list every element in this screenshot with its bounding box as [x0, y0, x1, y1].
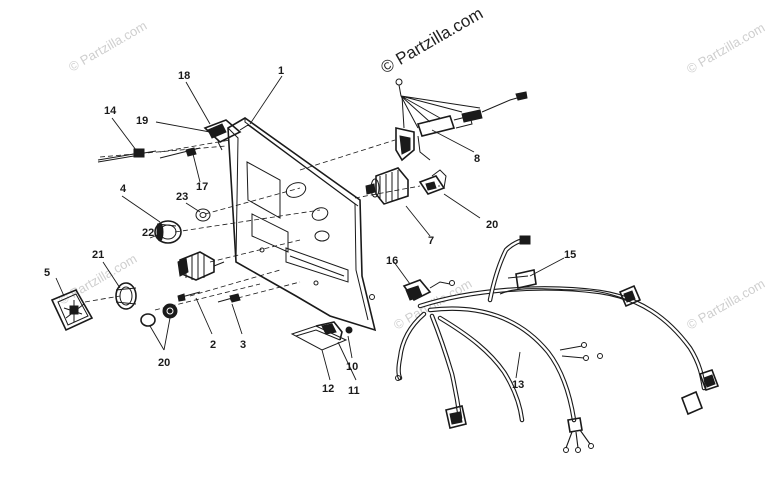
- pin-part: [97, 148, 157, 163]
- wiring-harness: [395, 235, 720, 453]
- screw-17: [159, 147, 201, 159]
- toggle-switch: [418, 169, 447, 195]
- label-part-13: 13: [512, 379, 524, 391]
- label-part-16: 16: [386, 255, 398, 267]
- label-part-7: 7: [428, 235, 434, 247]
- label-part-20-left: 20: [158, 357, 170, 369]
- label-part-2: 2: [210, 339, 216, 351]
- switch-body: [177, 251, 225, 281]
- indicator-lamp: [50, 288, 94, 332]
- choke-cable: [395, 78, 528, 162]
- label-part-8: 8: [474, 153, 480, 165]
- label-part-12: 12: [322, 383, 334, 395]
- screws-2-3: [177, 291, 241, 303]
- label-part-14: 14: [104, 105, 117, 117]
- label-part-21: 21: [92, 249, 104, 261]
- label-part-11: 11: [348, 385, 360, 397]
- label-part-18: 18: [178, 70, 190, 82]
- label-part-23: 23: [176, 191, 188, 203]
- key-switch: [365, 167, 409, 205]
- label-part-10: 10: [346, 361, 358, 373]
- label-part-3: 3: [240, 339, 246, 351]
- leader-lines: [55, 75, 565, 381]
- watermark-text: © Partzilla.com: [684, 276, 767, 333]
- label-part-17: 17: [196, 181, 208, 193]
- label-part-20-right: 20: [486, 219, 498, 231]
- washer-23: [195, 208, 211, 222]
- bezel-ring: [115, 282, 137, 310]
- watermark-text: © Partzilla.com: [684, 20, 767, 77]
- lamp-bracket: [203, 119, 242, 151]
- label-part-5: 5: [44, 267, 50, 279]
- label-part-19: 19: [136, 115, 148, 127]
- part-labels: 1 2 3 4 5 7 8 10 11 12 13 14 15 16 17 18…: [44, 65, 576, 397]
- copyright-text: © Partzilla.com: [378, 4, 487, 78]
- mounting-plate: [290, 321, 353, 351]
- label-part-22: 22: [142, 227, 154, 239]
- label-part-15: 15: [564, 249, 576, 261]
- watermark-text: © Partzilla.com: [66, 18, 149, 75]
- gauge-nut: [154, 220, 182, 244]
- grommets-left: [140, 303, 178, 327]
- label-part-4: 4: [120, 183, 127, 195]
- label-part-1: 1: [278, 65, 284, 77]
- assembly-lines: [84, 139, 440, 311]
- instrument-panel: [227, 117, 377, 332]
